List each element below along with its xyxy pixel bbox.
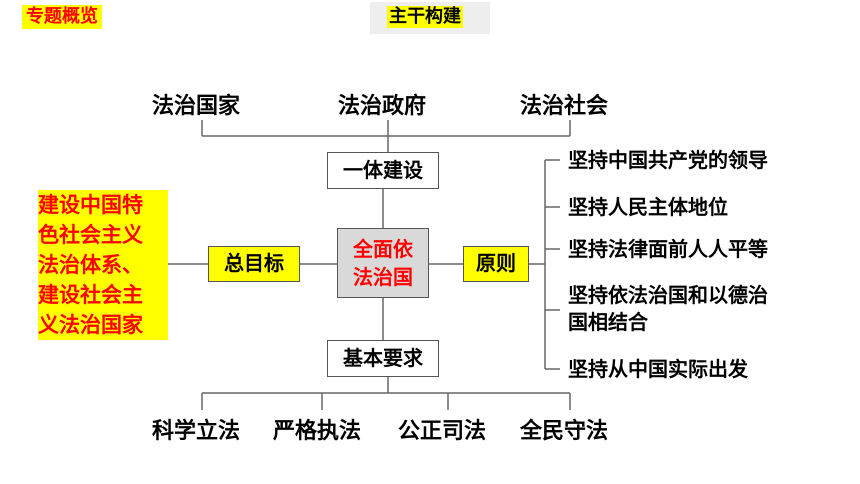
principle-item: 坚持人民主体地位 — [568, 195, 728, 219]
node-rule-of-law-government: 法治政府 — [338, 94, 427, 119]
page-title: 主干构建 — [387, 6, 463, 28]
node-basic-requirements: 基本要求 — [327, 340, 439, 377]
goal-line: 色社会主义 — [38, 223, 143, 247]
goal-description: 建设中国特 色社会主义 法治体系、 建设社会主 义法治国家 — [38, 190, 168, 340]
node-rule-of-law-society: 法治社会 — [520, 94, 609, 119]
center-line-2: 法治国 — [353, 265, 413, 289]
goal-line: 义法治国家 — [38, 313, 143, 337]
goal-line: 建设社会主 — [38, 283, 143, 307]
goal-line: 建设中国特 — [38, 193, 143, 217]
goal-line: 法治体系、 — [38, 253, 143, 277]
topic-tag: 专题概览 — [22, 5, 102, 29]
principle-item: 坚持从中国实际出发 — [568, 357, 748, 381]
node-strict-enforcement: 严格执法 — [273, 419, 362, 444]
node-integrated-construction: 一体建设 — [327, 152, 439, 189]
principle-item: 坚持中国共产党的领导 — [568, 148, 768, 172]
node-overall-goal: 总目标 — [208, 246, 300, 282]
node-center: 全面依 法治国 — [337, 228, 429, 298]
principle-item: 坚持法律面前人人平等 — [568, 237, 768, 261]
node-scientific-legislation: 科学立法 — [152, 419, 241, 444]
principle-item: 坚持依法治国和以德治 国相结合 — [568, 282, 768, 336]
node-rule-of-law-country: 法治国家 — [152, 94, 241, 119]
node-principles: 原则 — [463, 246, 529, 282]
node-universal-compliance: 全民守法 — [520, 419, 609, 444]
principle-line: 国相结合 — [568, 310, 648, 334]
center-line-1: 全面依 — [353, 237, 413, 261]
node-fair-justice: 公正司法 — [398, 419, 487, 444]
principle-line: 坚持依法治国和以德治 — [568, 283, 768, 307]
